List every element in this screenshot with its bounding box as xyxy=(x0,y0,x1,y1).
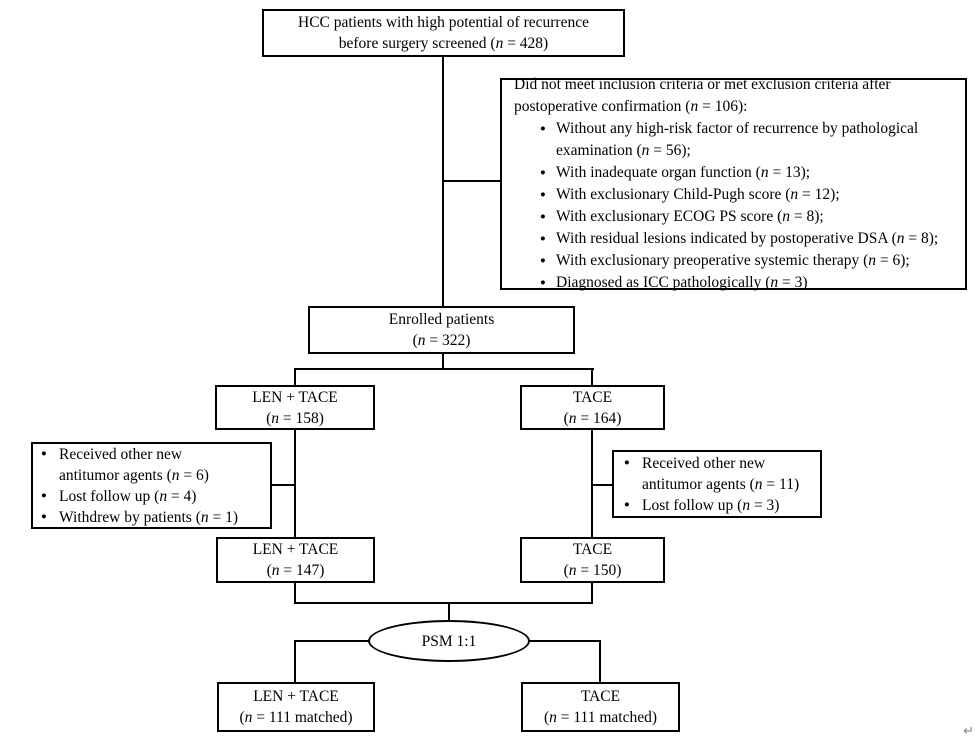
list-item-text: With residual lesions indicated by posto… xyxy=(556,230,939,247)
list-item-text: With inadequate organ function (n = 13); xyxy=(556,164,811,181)
list-item: ● With inadequate organ function (n = 13… xyxy=(540,162,959,184)
node-text-line: (n = 150) xyxy=(563,562,622,579)
return-mark-icon: ↵ xyxy=(963,724,974,739)
node-len-tace-after: LEN + TACE (n = 147) xyxy=(216,537,375,583)
node-text-line: TACE xyxy=(572,388,613,406)
connector-psm-right xyxy=(528,640,601,642)
connector-right-drop-line xyxy=(599,640,601,682)
list-item: ● Diagnosed as ICC pathologically (n = 3… xyxy=(540,272,959,294)
exclusion-header-line: postoperative confirmation (n = 106): xyxy=(514,98,748,115)
node-text-line: PSM 1:1 xyxy=(421,632,477,650)
bullet-icon: ● xyxy=(41,448,47,459)
list-item: ● Lost follow up (n = 4) xyxy=(41,486,266,507)
exclusion-item-list: ● Without any high-risk factor of recurr… xyxy=(514,118,959,294)
connector-right-after-stub xyxy=(591,583,593,604)
connector-left-arm-line xyxy=(294,430,296,538)
node-text-line: (n = 111 matched) xyxy=(239,709,353,726)
node-text-line: LEN + TACE xyxy=(252,388,338,406)
node-text-line: Enrolled patients xyxy=(388,311,495,328)
node-screened: HCC patients with high potential of recu… xyxy=(262,9,625,57)
node-text-line: LEN + TACE xyxy=(253,688,339,705)
node-text-line: (n = 322) xyxy=(412,332,471,349)
list-item: ● Lost follow up (n = 3) xyxy=(624,495,816,516)
connector-right-arm-line xyxy=(591,430,593,538)
bullet-icon: ● xyxy=(624,499,630,510)
node-exclusion-criteria: Did not meet inclusion criteria or met e… xyxy=(500,76,967,291)
node-len-dropout: ● Received other new antitumor agents (n… xyxy=(31,442,272,529)
list-item: ● Without any high-risk factor of recurr… xyxy=(540,118,959,162)
node-text-line: (n = 111 matched) xyxy=(543,709,658,726)
list-item: ● With exclusionary ECOG PS score (n = 8… xyxy=(540,206,959,228)
bullet-icon: ● xyxy=(540,124,546,134)
connector-left-after-stub xyxy=(294,583,296,604)
node-tace-dropout: ● Received other new antitumor agents (n… xyxy=(612,450,822,518)
connector-enrolled-stub xyxy=(442,354,444,370)
node-text-line: LEN + TACE xyxy=(252,541,339,558)
bullet-icon: ● xyxy=(540,212,546,222)
list-item: ● With residual lesions indicated by pos… xyxy=(540,228,959,250)
list-item: ● Received other new antitumor agents (n… xyxy=(41,444,266,486)
node-psm: PSM 1:1 xyxy=(368,620,530,662)
list-item: ● With exclusionary Child-Pugh score (n … xyxy=(540,184,959,206)
list-item-text: With exclusionary preoperative systemic … xyxy=(556,252,910,269)
node-text-line: TACE xyxy=(572,541,613,558)
connector-psm-stub xyxy=(448,602,450,622)
list-item-text: Received other new xyxy=(642,454,766,472)
bullet-icon: ● xyxy=(540,234,546,244)
bullet-icon: ● xyxy=(540,190,546,200)
bullet-icon: ● xyxy=(540,168,546,178)
node-text-line: (n = 164) xyxy=(563,409,622,427)
node-len-tace-matched: LEN + TACE (n = 111 matched) xyxy=(217,682,375,732)
list-item-text: examination (n = 56); xyxy=(556,142,691,159)
list-item: ● Received other new antitumor agents (n… xyxy=(624,453,816,495)
node-len-tace-arm: LEN + TACE (n = 158) xyxy=(215,385,375,430)
list-item-text: antitumor agents (n = 11) xyxy=(642,475,800,493)
connector-split-line xyxy=(294,368,594,370)
connector-right-arm-stub xyxy=(591,368,593,386)
node-enrolled: Enrolled patients (n = 322) xyxy=(308,306,575,354)
node-tace-after: TACE (n = 150) xyxy=(520,537,665,583)
list-item-text: Withdrew by patients (n = 1) xyxy=(59,508,239,526)
node-text-line: (n = 158) xyxy=(266,409,324,427)
connector-left-drop-line xyxy=(294,640,296,682)
node-tace-arm: TACE (n = 164) xyxy=(520,385,665,430)
list-item-text: Diagnosed as ICC pathologically (n = 3) xyxy=(556,274,808,291)
list-item: ● Withdrew by patients (n = 1) xyxy=(41,507,266,528)
node-text-line: HCC patients with high potential of recu… xyxy=(298,14,589,31)
connector-left-arm-stub xyxy=(294,368,296,386)
bullet-icon: ● xyxy=(41,490,47,501)
list-item-text: antitumor agents (n = 6) xyxy=(59,466,209,484)
bullet-icon: ● xyxy=(41,511,47,522)
list-item-text: With exclusionary ECOG PS score (n = 8); xyxy=(556,208,824,225)
node-text-line: (n = 147) xyxy=(266,562,325,579)
list-item-text: With exclusionary Child-Pugh score (n = … xyxy=(556,186,840,203)
connector-join-line xyxy=(294,602,593,604)
list-item: ● With exclusionary preoperative systemi… xyxy=(540,250,959,272)
list-item-text: Without any high-risk factor of recurren… xyxy=(556,120,919,137)
connector-left-dropout xyxy=(271,484,295,486)
connector-branch-exclusion xyxy=(443,180,500,182)
bullet-icon: ● xyxy=(540,278,546,288)
list-item-text: Received other new xyxy=(59,445,183,463)
list-item-text: Lost follow up (n = 3) xyxy=(642,496,780,514)
node-tace-matched: TACE (n = 111 matched) xyxy=(521,682,680,732)
exclusion-header-line: Did not meet inclusion criteria or met e… xyxy=(514,76,891,93)
bullet-icon: ● xyxy=(540,256,546,266)
bullet-icon: ● xyxy=(624,457,630,468)
node-text-line: before surgery screened (n = 428) xyxy=(338,35,549,52)
connector-spine-top xyxy=(442,57,444,307)
connector-psm-left xyxy=(295,640,370,642)
connector-right-dropout xyxy=(593,484,613,486)
node-text-line: TACE xyxy=(580,688,621,705)
list-item-text: Lost follow up (n = 4) xyxy=(59,487,197,505)
